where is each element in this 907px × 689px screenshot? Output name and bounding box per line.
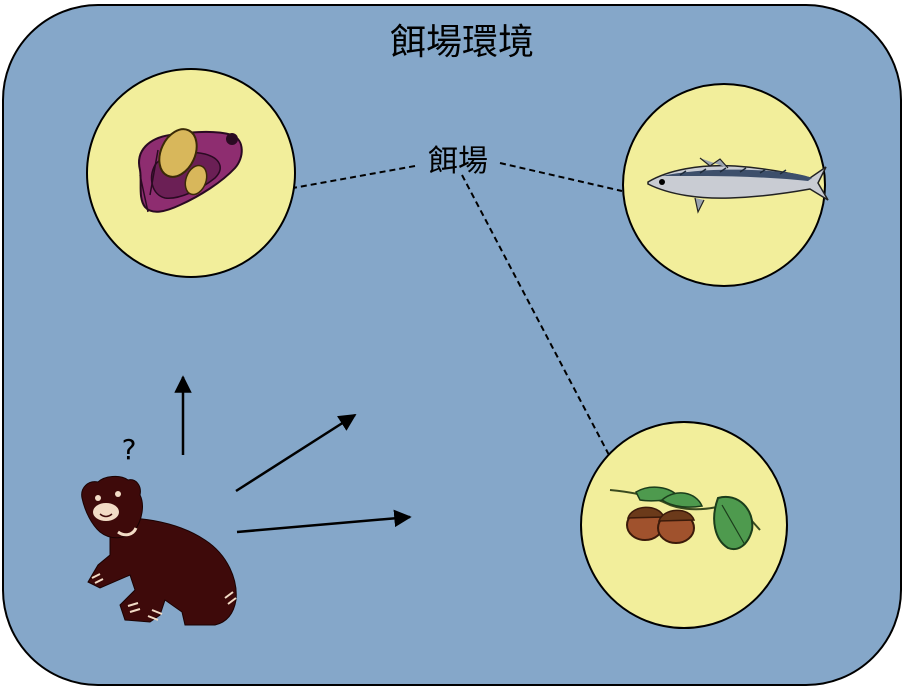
question-mark: ? [122,433,137,466]
feeding-site-acorn [581,422,787,628]
hub-label: 餌場 [428,144,488,179]
feeding-site-sweet-potato [87,69,295,277]
feeding-site-fish [623,84,828,286]
environment-title: 餌場環境 [390,22,534,63]
